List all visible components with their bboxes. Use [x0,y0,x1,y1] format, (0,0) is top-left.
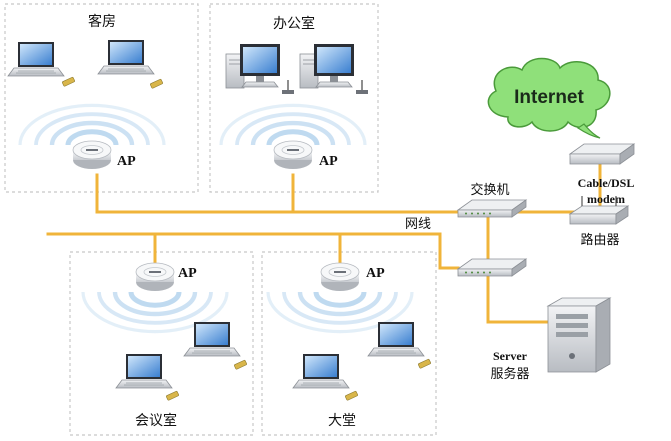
wifi-wave-icon [81,291,229,334]
modem-label-line1: Cable/DSL [578,176,635,190]
wifi-wave-icon [250,120,336,146]
modem-label-line2: modem [587,192,625,206]
internet-cloud-icon [487,57,611,139]
ap-label-lobby: AP [366,266,385,281]
network-switch-icon [457,199,527,218]
wifi-wave-icon [18,103,166,146]
zone-guest-room [4,3,199,193]
zone-title-meeting-room: 会议室 [135,412,177,429]
wireless-card-icon [344,390,359,401]
wifi-wave-icon [34,112,150,146]
wireless-access-point-icon [273,140,313,170]
wireless-card-icon [233,359,248,370]
wireless-card-icon [149,78,164,89]
wifi-wave-icon [282,291,398,325]
cable-trunk-lower [46,232,460,270]
cable-label: 网线 [405,217,431,232]
wifi-wave-icon [266,291,414,334]
wireless-access-point-icon [135,262,175,292]
laptop-icon [97,39,155,75]
server-tower-icon [546,297,612,373]
laptop-icon [115,353,173,389]
ap-label-meeting-room: AP [178,266,197,281]
wifi-wave-icon [297,291,383,317]
desktop-computer-icon [225,43,281,89]
network-switch-icon [457,258,527,277]
wifi-wave-icon [219,103,367,146]
wireless-card-icon [61,76,76,87]
router-icon [568,196,630,225]
cables [46,162,602,324]
desktop-computer-icon [299,43,355,89]
zone-title-guest-room: 客房 [88,13,116,30]
wifi-wave-icon [266,129,320,146]
wifi-wave-icon [112,291,198,317]
zone-lobby [261,251,437,436]
wifi-wave-icon [65,129,119,146]
laptop-icon [7,41,65,77]
server-label-cn: 服务器 [490,366,529,382]
wifi-wave-icon [235,112,351,146]
modem-icon [568,143,636,165]
cable-trunk-upper [95,173,600,214]
wifi-wave-icon [49,120,135,146]
router-label: 路由器 [580,232,619,248]
cable-switch-to-server [486,274,557,324]
internet-label: Internet [514,87,584,108]
server-label-en: Server [493,349,528,363]
wireless-adapter-icon [281,79,295,95]
wifi-wave-icon [128,291,182,308]
wifi-wave-icon [97,291,213,325]
laptop-icon [292,353,350,389]
wireless-adapter-icon [355,79,369,95]
zone-meeting-room [69,251,254,436]
wireless-access-point-icon [72,140,112,170]
zone-title-lobby: 大堂 [328,413,356,429]
zone-title-office: 办公室 [273,15,315,32]
switch-label: 交换机 [470,182,509,198]
wireless-access-point-icon [320,262,360,292]
ap-label-office: AP [319,154,338,169]
wifi-waves-group [18,103,414,334]
wireless-card-icon [417,358,432,369]
wireless-card-icon [165,390,180,401]
wifi-wave-icon [313,291,367,308]
ap-label-guest-room: AP [117,154,136,169]
